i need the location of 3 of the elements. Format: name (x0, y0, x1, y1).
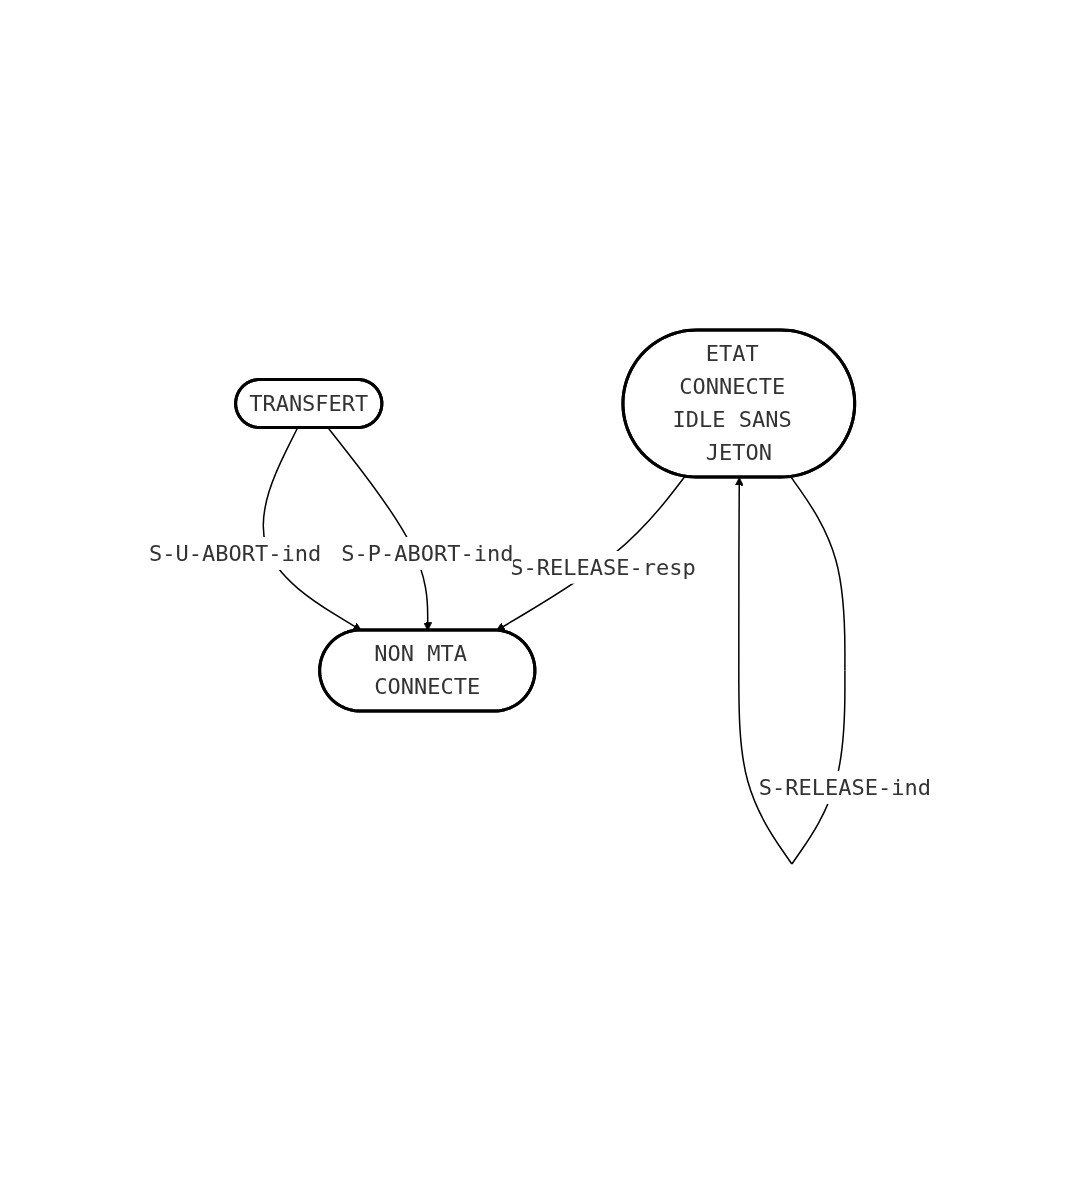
edge-label: S-RELEASE-ind (758, 774, 931, 800)
edge-label: S-U-ABORT-ind (149, 540, 322, 566)
edge-label: S-P-ABORT-ind (341, 540, 514, 566)
